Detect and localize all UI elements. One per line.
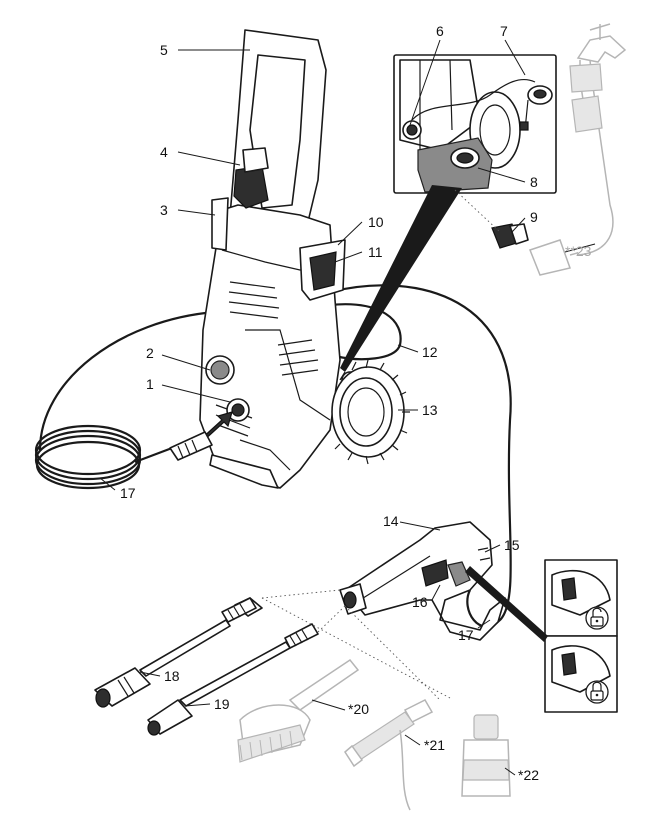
callout-22: *22 [518, 767, 539, 783]
inset-projection-wedge [340, 185, 462, 372]
pressure-washer-body [199, 29, 359, 489]
callout-labels: 5 4 3 2 1 6 7 8 9 10 11 12 13 14 15 16 1… [120, 23, 592, 783]
callout-9: 9 [530, 209, 538, 225]
callout-7: 7 [500, 23, 508, 39]
callout-2: 2 [146, 345, 154, 361]
dirt-blaster-lance [147, 623, 319, 736]
callout-4: 4 [160, 144, 168, 160]
callout-20: *20 [348, 701, 369, 717]
hose-coupling [169, 431, 213, 461]
wash-brush-accessory [237, 658, 360, 763]
high-pressure-hose-coil [34, 310, 216, 490]
vario-power-lance [94, 597, 263, 708]
callout-6: 6 [436, 23, 444, 39]
trigger-lock-insets [544, 559, 618, 713]
callout-5: 5 [160, 42, 168, 58]
callout-13: 13 [422, 402, 438, 418]
callout-11: 11 [368, 244, 383, 260]
trigger-gun [339, 521, 506, 641]
unlocked-padlock-icon [585, 606, 609, 630]
callout-3: 3 [160, 202, 168, 218]
callout-17-hose: 17 [120, 485, 136, 501]
inlet-detail-inset [393, 54, 557, 194]
garden-hose-accessory [529, 23, 627, 276]
detergent-bottle-accessory [461, 714, 511, 797]
callout-17-gun: 17 [458, 627, 474, 643]
callout-19: 19 [214, 696, 230, 712]
inlet-adapter [491, 223, 529, 249]
callout-14: 14 [383, 513, 399, 529]
callout-21: *21 [424, 737, 445, 753]
callout-23: **23 [565, 243, 592, 259]
callout-leader-lines [99, 39, 596, 776]
callout-18: 18 [164, 668, 180, 684]
hose-loop-12 [329, 303, 402, 361]
lock-projection-wedge [465, 566, 548, 642]
hose-reel-wheel [331, 359, 410, 465]
callout-10: 10 [368, 214, 384, 230]
callout-16: 16 [412, 594, 428, 610]
locked-padlock-icon [585, 680, 609, 704]
callout-1: 1 [146, 376, 154, 392]
callout-8: 8 [530, 174, 538, 190]
detergent-nozzle-accessory [344, 699, 434, 811]
callout-12: 12 [422, 344, 438, 360]
callout-15: 15 [504, 537, 520, 553]
